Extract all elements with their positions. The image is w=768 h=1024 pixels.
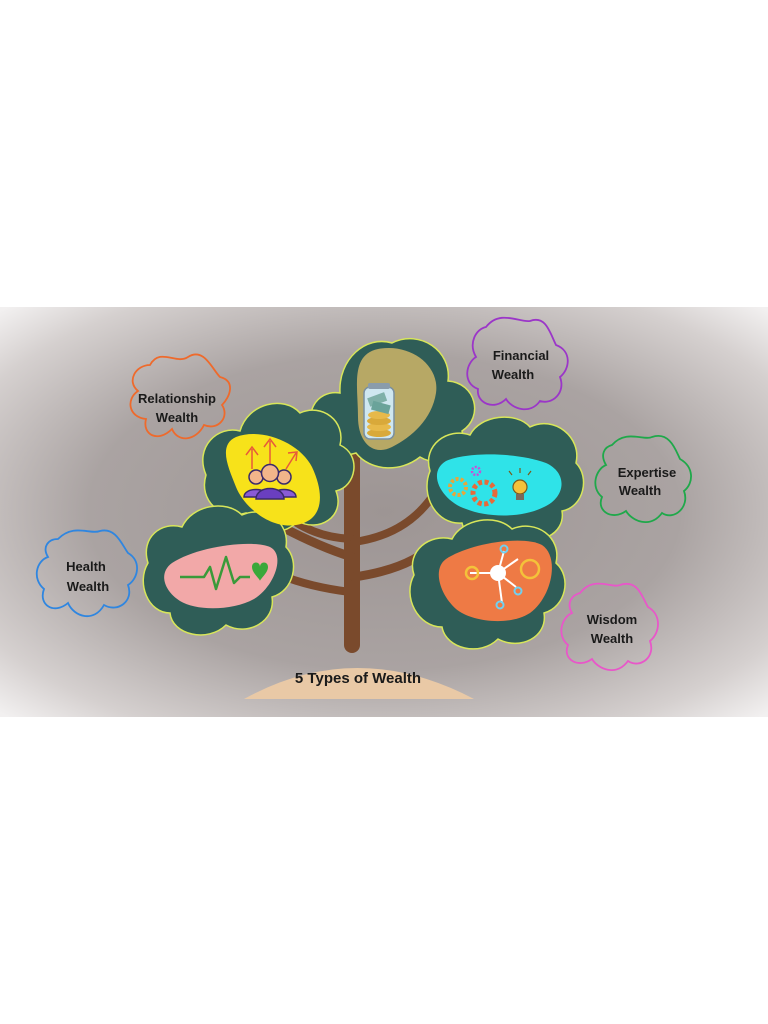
expertise-cloud (594, 435, 692, 523)
relationship-cloud (129, 353, 231, 440)
expertise-label-line1: Expertise (618, 465, 677, 480)
wisdom-label-line2: Wealth (591, 631, 633, 646)
wisdom-cloud (560, 582, 659, 671)
wisdom-blob (438, 540, 552, 622)
relationship-label-line1: Relationship (138, 391, 216, 406)
network-node-icon (464, 544, 541, 610)
team-icon (243, 437, 298, 500)
health-label-line2: Wealth (67, 579, 109, 594)
expertise-label-line2: Wealth (619, 483, 661, 498)
heartbeat-icon (180, 555, 268, 591)
diagram-title: 5 Types of Wealth (295, 670, 421, 687)
financial-label-line1: Financial (493, 348, 549, 363)
health-label-line1: Health (66, 559, 106, 574)
gears-lightbulb-icon (448, 465, 532, 507)
expertise-blob (436, 454, 562, 516)
relationship-label-line2: Wealth (156, 410, 198, 425)
financial-label-line2: Wealth (492, 367, 534, 382)
financial-cloud (466, 316, 569, 411)
wealth-tree-diagram: Relationship Wealth Financial Wealth Exp… (0, 307, 768, 717)
wisdom-label-line1: Wisdom (587, 612, 637, 627)
health-cloud (35, 529, 138, 617)
ground-mound (244, 668, 474, 699)
money-jar-icon (363, 383, 395, 440)
